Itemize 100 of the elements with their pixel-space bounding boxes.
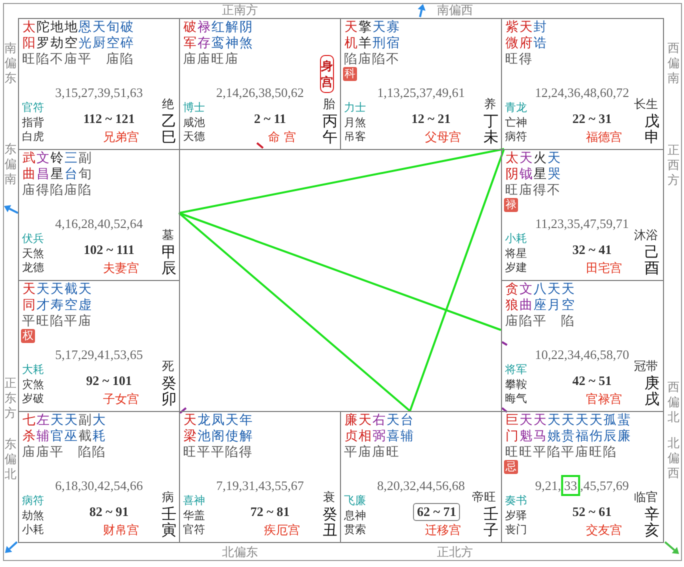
- palace-cell: [501, 149, 664, 281]
- growth-stage-label: 冠带: [634, 359, 658, 374]
- palace-name: 命 宫: [268, 130, 296, 145]
- palace-cell: [501, 280, 664, 412]
- star-name: 凤阁: [211, 413, 225, 445]
- palace-name: 田宅宫: [586, 261, 622, 276]
- minor-star-label: 将星: [505, 247, 527, 261]
- minor-star-label: 天煞: [22, 247, 44, 261]
- earthly-branch-label: 未: [483, 129, 499, 145]
- decade-range: 52 ~ 61: [572, 504, 612, 519]
- direction-label: 西偏北: [667, 380, 680, 425]
- earthly-branch-label: 午: [322, 129, 338, 145]
- growth-stage-label: 病: [162, 490, 174, 505]
- age-list: 5,17,29,41,53,65: [55, 347, 143, 363]
- age-list: 9,21,33,45,57,69: [535, 475, 629, 497]
- brightness-row: 旺平平陷得: [183, 445, 253, 461]
- star-name: 阴煞: [239, 20, 253, 52]
- star-name: 蜚廉: [617, 413, 631, 445]
- decade-range: 92 ~ 101: [86, 373, 132, 388]
- palace-name: 迁移宫: [425, 523, 461, 538]
- earthly-branch-label: 子: [483, 522, 499, 538]
- palace-cell: [179, 411, 341, 543]
- palace-cell: [18, 411, 180, 543]
- decade-range: 32 ~ 41: [572, 242, 612, 257]
- age-list: 10,22,34,46,58,70: [534, 347, 630, 363]
- star-name: 天伤: [589, 413, 603, 445]
- star-name: 天哭: [548, 151, 561, 183]
- earthly-branch-label: 辰: [161, 260, 177, 276]
- star-name: 擎羊: [358, 20, 372, 52]
- star-name: 天相: [358, 413, 372, 445]
- heavenly-stem-label: 辛: [644, 506, 660, 522]
- age-list: 4,16,28,40,52,64: [55, 216, 143, 232]
- star-name: 武曲: [22, 151, 36, 183]
- minor-star-label: 晦气: [505, 392, 527, 406]
- minor-star-label: 白虎: [22, 130, 44, 144]
- growth-stage-label: 衰: [323, 490, 335, 505]
- growth-stage-label: 帝旺: [472, 490, 496, 505]
- direction-label: 北偏西: [667, 436, 680, 481]
- minor-star-label: 青龙: [505, 101, 527, 115]
- palace-name: 交友宫: [586, 523, 622, 538]
- minor-star-label: 病符: [22, 494, 44, 508]
- heavenly-stem-label: 戊: [644, 113, 660, 129]
- palace-cell: [501, 411, 664, 543]
- star-name: 破碎: [120, 20, 134, 52]
- brightness-row: 陷庙陷不: [344, 52, 400, 68]
- minor-star-label: 天德: [183, 130, 205, 144]
- heavenly-stem-label: 癸: [161, 375, 177, 391]
- star-name: 地劫: [50, 20, 64, 52]
- growth-stage-label: 沐浴: [634, 228, 658, 243]
- star-name: 红鸾: [211, 20, 225, 52]
- star-name: 龙池: [197, 413, 211, 445]
- star-name: 天月: [547, 282, 561, 314]
- star-name: 禄存: [197, 20, 211, 52]
- star-name: 天寿: [50, 282, 64, 314]
- decade-range: 102 ~ 111: [84, 242, 134, 257]
- star-name: 陀罗: [36, 20, 50, 52]
- minor-star-label: 攀鞍: [505, 378, 527, 392]
- star-name: 天使: [225, 413, 239, 445]
- minor-star-label: 官符: [183, 523, 205, 537]
- age-list: 12,24,36,48,60,72: [534, 85, 630, 101]
- star-name: 旬空: [106, 20, 120, 52]
- heavenly-stem-label: 壬: [161, 506, 177, 522]
- star-name: 天福: [575, 413, 589, 445]
- minor-star-label: 贯索: [344, 523, 366, 537]
- heavenly-stem-label: 丙: [322, 113, 338, 129]
- star-name: 右弼: [372, 413, 386, 445]
- minor-star-label: 岁破: [22, 392, 44, 406]
- palace-cell: [18, 280, 180, 412]
- star-name: 太阳: [22, 20, 36, 52]
- minor-star-label: 吊客: [344, 130, 366, 144]
- earthly-branch-label: 戌: [644, 391, 660, 407]
- minor-star-label: 飞廉: [344, 494, 366, 508]
- decade-range-box: 62 ~ 71: [413, 503, 460, 521]
- decade-range: 12 ~ 21: [411, 111, 451, 126]
- heavenly-stem-label: 癸: [322, 506, 338, 522]
- star-name: 天才: [36, 282, 50, 314]
- minor-star-label: 岁建: [505, 261, 527, 275]
- star-name: 八座: [534, 282, 547, 314]
- minor-star-label: 华盖: [183, 509, 205, 523]
- brightness-row: 庙庙平 陷陷: [22, 445, 106, 461]
- minor-star-label: 博士: [183, 101, 205, 115]
- minor-star-label: 月煞: [344, 116, 366, 130]
- age-list: 1,13,25,37,49,61: [377, 85, 465, 101]
- sihua-badge: 禄: [504, 198, 518, 212]
- sihua-badge: 科: [343, 67, 357, 81]
- decade-range: 72 ~ 81: [250, 504, 290, 519]
- star-name: 天巫: [64, 413, 78, 445]
- star-name: 天官: [50, 413, 64, 445]
- direction-label: 南偏西: [437, 3, 473, 17]
- minor-star-label: 小耗: [505, 232, 527, 246]
- direction-label: 正西方: [667, 143, 680, 188]
- minor-star-label: 咸池: [183, 116, 205, 130]
- star-name: 天梁: [183, 413, 197, 445]
- age-list: 6,18,30,42,54,66: [55, 478, 143, 494]
- palace-name: 官禄宫: [586, 392, 622, 407]
- decade-range: 112 ~ 121: [83, 111, 135, 126]
- star-name: 廉贞: [344, 413, 358, 445]
- direction-label: 东偏南: [4, 142, 17, 187]
- star-name: 年解: [239, 413, 253, 445]
- star-name: 铃星: [50, 151, 64, 183]
